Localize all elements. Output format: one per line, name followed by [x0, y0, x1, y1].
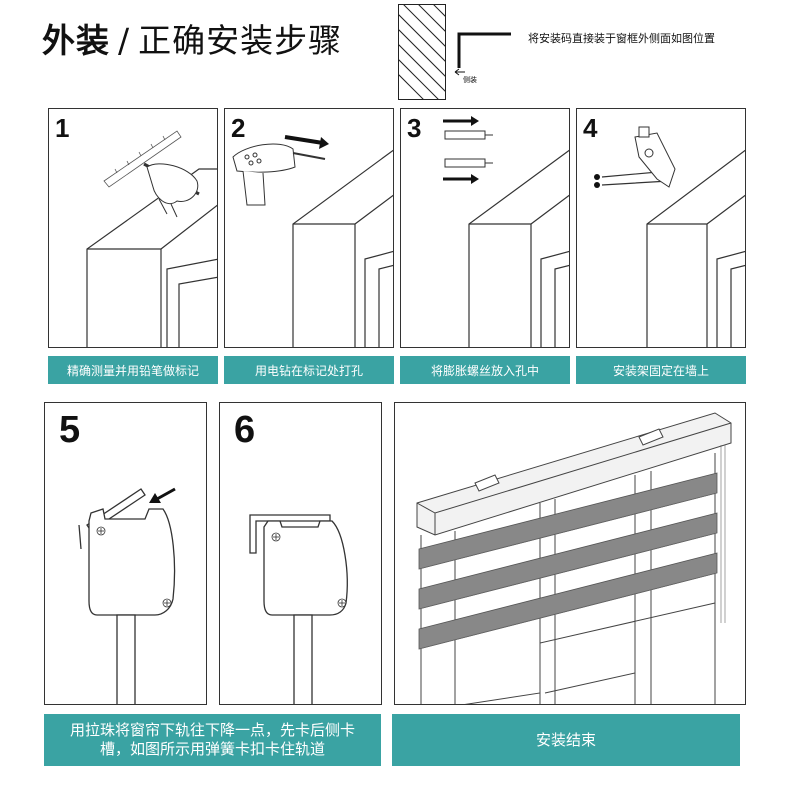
step-3-panel: 3 — [400, 108, 570, 348]
step-1-number: 1 — [55, 113, 70, 143]
window-frame-drawing — [594, 126, 745, 347]
step-1-caption: 精确测量并用铅笔做标记 — [48, 356, 218, 384]
page-title: 外装/正确安装步骤 — [42, 14, 342, 62]
step-2-number: 2 — [231, 113, 246, 143]
cassette-profile-drawing — [249, 514, 348, 704]
final-caption: 安装结束 — [392, 714, 740, 766]
step-5-number: 5 — [59, 409, 81, 451]
side-mount-label: 侧装 — [463, 76, 477, 84]
installed-blind-drawing — [416, 412, 732, 704]
bracket-icon — [634, 126, 676, 188]
arrow-icon — [149, 487, 176, 503]
step-5-caption: 用拉珠将窗帘下轨往下降一点，先卡后侧卡槽，如图所示用弹簧卡扣卡住轨道 — [44, 714, 381, 766]
step-2-panel: 2 — [224, 108, 394, 348]
mount-note: 将安装码直接装于窗框外侧面如图位置 — [528, 32, 715, 45]
step-4-caption: 安装架固定在墙上 — [576, 356, 746, 384]
arrow-right-icon — [443, 116, 479, 126]
step-3-number: 3 — [407, 113, 422, 143]
screw-icon — [271, 532, 347, 608]
title-slash: / — [118, 21, 131, 60]
hand-pencil-icon — [143, 162, 200, 218]
window-frame-drawing — [232, 135, 393, 347]
cassette-profile-drawing — [78, 487, 176, 704]
screw-icon — [96, 526, 172, 608]
step-4-number: 4 — [583, 113, 598, 143]
drill-icon — [232, 143, 326, 206]
step-6-panel: 6 — [219, 402, 382, 705]
arrow-right-icon — [284, 135, 329, 149]
step-6-number: 6 — [234, 409, 256, 451]
step-1-panel: 1 — [48, 108, 218, 348]
step-5-panel: 5 — [44, 402, 207, 705]
step-2-caption: 用电钻在标记处打孔 — [224, 356, 394, 384]
step-3-caption: 将膨胀螺丝放入孔中 — [400, 356, 570, 384]
step-4-panel: 4 — [576, 108, 746, 348]
window-frame-drawing — [86, 130, 217, 347]
title-main: 外装 — [42, 21, 110, 60]
bracket-corner-icon — [457, 32, 511, 68]
final-panel — [394, 402, 746, 705]
window-frame-drawing — [443, 116, 569, 347]
bracket-icon — [474, 428, 664, 492]
anchor-plug-icon — [444, 130, 493, 168]
arrow-right-icon — [443, 174, 479, 184]
screw-icon — [594, 174, 600, 188]
ruler-icon — [103, 130, 182, 188]
arrow-left-icon — [454, 68, 465, 76]
hatched-wall-icon — [398, 4, 446, 100]
title-rest: 正确安装步骤 — [138, 21, 343, 60]
